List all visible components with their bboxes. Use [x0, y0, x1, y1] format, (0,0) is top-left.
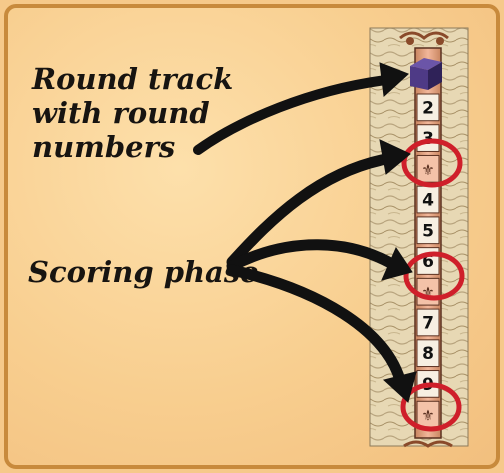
track-top-ornament: [399, 31, 449, 45]
scoring-space: [416, 154, 440, 183]
round-space: [416, 216, 440, 245]
scoring-circle-1: [401, 138, 463, 188]
arrowhead-scoring-2: [381, 246, 413, 281]
arrow-to-scoring-3: [226, 264, 406, 386]
round-marker-cube: [410, 58, 442, 90]
round-space: [416, 93, 440, 122]
round-track-label-line-2: with round: [32, 96, 210, 130]
round-track-label: Round track with round numbers: [32, 62, 233, 164]
round-space: [416, 308, 440, 337]
arrow-to-scoring-1: [226, 152, 398, 268]
arrow-to-round-marker: [193, 75, 391, 155]
scoring-circle-3: [400, 382, 462, 432]
arrowhead-scoring-3: [382, 371, 417, 403]
arrowhead-scoring-1: [379, 139, 411, 175]
round-track-label-line-3: numbers: [32, 130, 176, 164]
round-number: 7: [422, 313, 434, 333]
fleur-de-lis-icon: ⚜: [421, 161, 434, 179]
arrowhead-round-marker: [379, 62, 409, 98]
scoring-circle-2: [403, 251, 465, 301]
round-number: 4: [422, 191, 434, 211]
fleur-de-lis-icon: ⚜: [421, 407, 434, 425]
round-track-label-line-1: Round track: [32, 62, 234, 96]
round-number: 5: [422, 221, 434, 241]
scoring-phase-label: Scoring phase: [28, 255, 259, 289]
track-bottom-ornament: [403, 440, 453, 448]
round-space: [416, 339, 440, 368]
round-number: 2: [422, 98, 434, 118]
round-number: 6: [422, 252, 434, 272]
arrow-to-scoring-2: [226, 239, 398, 272]
round-number: 8: [422, 344, 434, 364]
